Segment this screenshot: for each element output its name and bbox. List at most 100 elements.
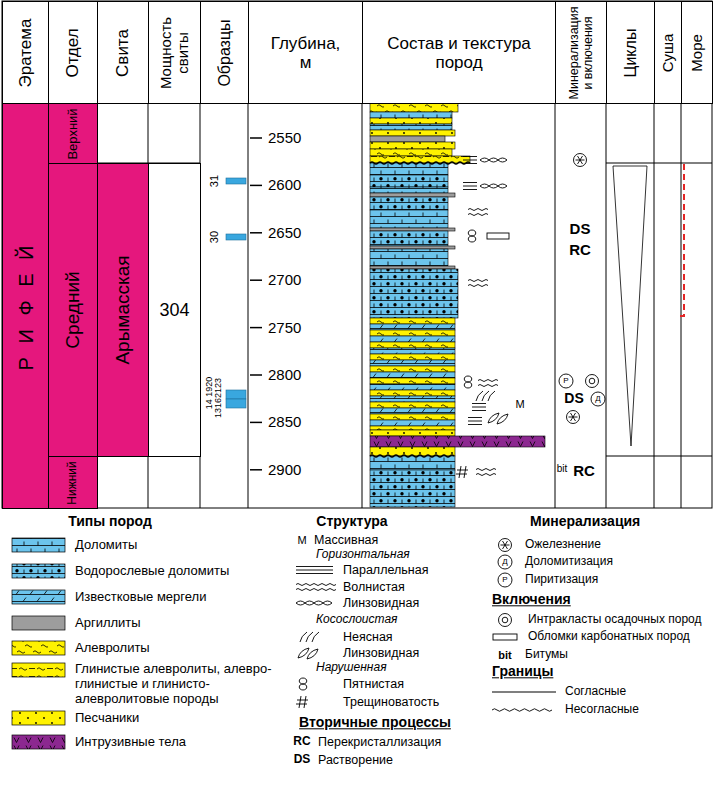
layer-fill [370,130,455,136]
swatch-pattern [12,564,65,578]
layer-pattern [370,360,455,366]
depth-tick [250,185,262,187]
rock-layer [370,149,452,156]
layer-pattern [370,231,448,246]
header-text: Суша [660,33,677,72]
depth-value: 2650 [268,225,301,242]
layer-pattern [370,420,455,426]
rock-swatch [12,735,65,749]
layer-pattern [370,408,455,414]
layer-pattern [370,163,448,175]
layer-pattern [370,342,455,348]
layer-pattern [370,396,455,402]
rock-layer [370,420,455,426]
rock-swatch [12,616,65,630]
unconformity-line [370,455,454,457]
legend-code: DS [294,753,311,766]
unconformity-line [370,162,470,164]
lenticular-bedding-symbol [480,184,507,188]
rock-layer [370,360,455,366]
layer-fill [370,436,545,447]
rock-swatch [12,564,65,578]
header-text: Свита [113,29,132,77]
layer-fill [370,136,445,142]
depth-tick [250,374,262,376]
symbols [296,154,605,712]
layer-fill [370,269,458,318]
legend-text: Линзовидная [343,646,419,660]
layer-pattern [370,378,455,384]
header-cell: Свита [97,1,149,104]
layer-fill [370,402,455,408]
layer-pattern [370,447,455,456]
legend-text: Глинистые алевролиты, алевро-глинистые и… [75,662,280,707]
layer-pattern [370,149,452,156]
header-cell: Образцы [200,1,249,104]
mineral-circle-symbol [559,374,573,388]
legend-subheading: Косослоистая [316,613,397,626]
legend-text: Ожелезнение [525,538,601,552]
depth-value: 2750 [268,319,301,336]
process-code: RC [569,242,591,259]
ferruginization-symbol [569,413,578,421]
legend-text: Водорослевые доломиты [75,564,229,579]
depth-tick [250,327,262,329]
rock-layer [370,402,455,408]
legend-text: Песчаники [75,711,139,726]
header-text: Море [689,34,706,72]
layer-fill [370,249,448,266]
rock-swatch [12,711,65,725]
layer-fill [370,246,455,249]
layer-pattern [370,384,455,390]
swatch-pattern [12,735,65,749]
legend-text: Доломиты [75,538,137,553]
swatch-pattern [12,663,65,677]
legend-code: RC [293,735,310,748]
layer-pattern [370,249,448,266]
layer-fill [370,175,448,187]
layer-pattern [370,266,455,269]
layer-pattern [370,430,455,436]
legend-text: Пятнистая [343,677,404,691]
sample-number: 30 [208,231,220,243]
header-cell: Глубина, м [248,1,363,104]
rock-layer [370,390,455,396]
legend-text: Волнистая [343,580,405,594]
legend-heading: Типы пород [68,514,152,529]
layer-pattern [370,348,455,354]
wavy-bedding-symbol [296,584,336,591]
rock-layer [370,187,448,193]
rock-swatch [12,538,65,552]
rock-layer [370,249,448,266]
cycle-triangle [613,166,647,446]
unit-name: Нижний [66,461,79,504]
layer-pattern [370,130,455,136]
legend-text: Трещиноватость [343,695,439,709]
parallel-bedding-symbol [472,404,486,411]
header-text: Минерализация и включения [567,6,595,100]
rock-layer [370,112,452,118]
header-cell: Море [681,1,713,104]
unit-band: Верхний [48,103,98,164]
layer-pattern [370,136,445,142]
rock-layer [370,231,448,246]
header-text: Эратема [16,18,35,87]
legend-heading: Минерализация [530,514,640,529]
lenticular-cross-bedding-symbol [298,648,318,659]
rock-layer [370,408,455,414]
legend-text: Перекристаллизация [318,735,441,749]
legend-text: Интракласты осадочных пород [528,613,701,627]
layer-pattern [370,228,455,231]
legend-text: Алевролиты [75,641,150,656]
unit-boundary [606,456,712,457]
legend-text: Линзовидная [343,596,419,610]
rock-swatch [12,663,65,677]
rock-layer [370,396,455,402]
layer-fill [370,336,455,342]
layer-pattern [370,366,455,372]
rock-layer [370,336,455,342]
parallel-bedding-symbol [296,567,333,574]
layer-fill [370,324,455,330]
rock-layer [370,324,455,330]
